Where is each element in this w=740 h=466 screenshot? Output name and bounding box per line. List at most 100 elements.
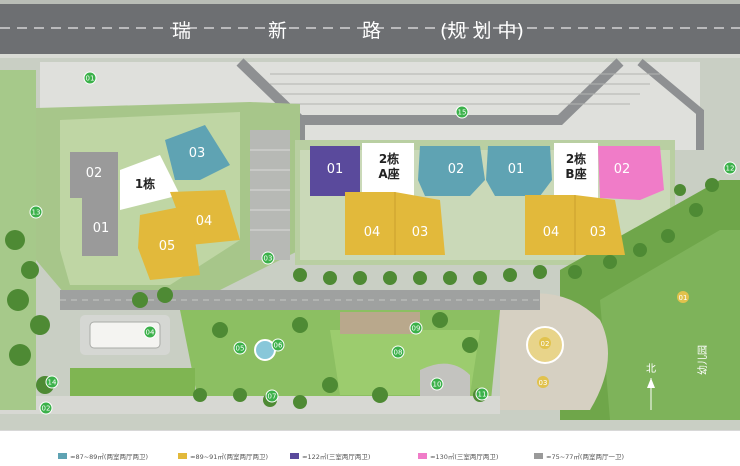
unit-2a-02	[418, 146, 485, 196]
marker-12-label: 12	[726, 165, 735, 173]
label-2b-01: 01	[508, 162, 525, 177]
legend-swatch-teal	[58, 453, 67, 459]
legend-swatch-pink	[418, 453, 427, 459]
kindergarten-lawn-inner	[600, 230, 740, 420]
kindergarten-markers: 01 02 03	[537, 291, 689, 388]
road-edge	[0, 0, 740, 4]
label-1-01: 01	[93, 221, 110, 236]
compass-arrow-icon	[647, 378, 655, 388]
label-2b-02: 02	[614, 162, 631, 177]
label-2b-03: 03	[590, 225, 607, 240]
building-2b-core	[554, 143, 598, 199]
road-name-suffix: (规 划 中)	[440, 20, 524, 42]
compass: 北	[646, 363, 656, 410]
marker-07	[265, 389, 279, 403]
legend-item: ≈87~89㎡(两室两厅两卫)	[58, 451, 148, 461]
legend-label: ≈87~89㎡(两室两厅两卫)	[70, 453, 149, 461]
marker-03	[261, 251, 275, 265]
legend-item: ≈89~91㎡(两室两厅两卫)	[178, 451, 268, 461]
label-1-03: 03	[189, 146, 206, 161]
building-2a	[310, 143, 485, 255]
lawn-bottom-left	[70, 368, 195, 396]
marker-09-label: 09	[412, 325, 421, 333]
marker-04	[143, 325, 157, 339]
building-2a-core	[362, 143, 414, 199]
unit-2a-03	[395, 192, 445, 255]
label-2b-04: 04	[543, 225, 560, 240]
legend-label: ≈89~91㎡(两室两厅两卫)	[190, 453, 269, 461]
kg-marker-1	[677, 291, 689, 303]
marker-03-label: 03	[264, 255, 273, 263]
legend-item: ≈75~77㎡(两室两厅一卫)	[534, 451, 624, 461]
sidewalk-bottom	[0, 396, 500, 414]
road-name-char-3: 路	[362, 20, 382, 42]
marker-15	[455, 105, 469, 119]
unit-2b-02	[598, 146, 664, 200]
building-2b	[486, 143, 664, 255]
marker-12	[723, 161, 737, 175]
kg-marker-3	[537, 376, 549, 388]
unit-2b-03	[575, 195, 625, 255]
label-1-02: 02	[86, 166, 103, 181]
marker-11-label: 11	[478, 391, 487, 399]
label-building-2a-line2: A座	[378, 166, 399, 181]
legend-swatch-gray	[534, 453, 543, 459]
wood-deck	[340, 312, 420, 334]
kg-marker-1-label: 01	[679, 294, 688, 302]
label-building-2a-line1: 2栋	[379, 151, 399, 166]
marker-11	[475, 387, 489, 401]
unit-1-01	[82, 196, 118, 256]
road-edge-lower	[0, 54, 740, 58]
ramp-stripes	[250, 149, 290, 231]
parking-ramp	[250, 130, 290, 260]
legend-label: ≈122㎡(三室两厅两卫)	[302, 453, 371, 461]
label-building-2b-line2: B座	[565, 166, 586, 181]
marker-10	[430, 377, 444, 391]
marker-14-label: 14	[48, 379, 57, 387]
compass-label: 北	[646, 363, 656, 375]
label-2a-03: 03	[412, 225, 429, 240]
label-2a-02: 02	[448, 162, 465, 177]
unit-2b-04	[525, 195, 575, 255]
marker-01	[83, 71, 97, 85]
kindergarten-label: 幼儿园	[696, 345, 709, 375]
site-map: 02 01 03 04 05 01 02 04 03 01 02 04 03 1…	[0, 0, 740, 430]
marker-08	[391, 345, 405, 359]
marker-13	[29, 205, 43, 219]
road-name-char-1: 瑞	[172, 20, 192, 42]
marker-06-label: 06	[274, 342, 283, 350]
label-2a-04: 04	[364, 225, 381, 240]
marker-15-label: 15	[458, 109, 467, 117]
unit-1-02	[70, 152, 118, 198]
marker-10-label: 10	[433, 381, 442, 389]
label-2a-01: 01	[327, 162, 344, 177]
legend-swatch-gold	[178, 453, 187, 459]
marker-05	[233, 341, 247, 355]
marker-09	[409, 321, 423, 335]
legend-item: ≈130㎡(三室两厅两卫)	[418, 451, 498, 461]
unit-1-03	[165, 125, 230, 180]
building-1-core	[120, 155, 180, 210]
pavilion	[420, 363, 470, 400]
legend-label: ≈75~77㎡(两室两厅一卫)	[546, 453, 625, 461]
marker-02	[39, 401, 53, 415]
driveway-right	[637, 58, 704, 150]
kg-marker-3-label: 03	[539, 379, 548, 387]
legend-item: ≈122㎡(三室两厅两卫)	[290, 451, 370, 461]
label-building-1: 1栋	[135, 176, 155, 191]
label-1-05: 05	[159, 239, 176, 254]
driveway-upper	[236, 58, 624, 125]
legend: ≈87~89㎡(两室两厅两卫) ≈89~91㎡(两室两厅两卫) ≈122㎡(三室…	[0, 430, 740, 466]
marker-04-label: 04	[146, 329, 155, 337]
marker-02-label: 02	[42, 405, 51, 413]
unit-2b-01	[486, 146, 552, 196]
internal-road	[60, 290, 540, 310]
building-1	[70, 125, 240, 280]
fitness-track	[89, 321, 161, 349]
marker-01-label: 01	[86, 75, 95, 83]
label-1-04: 04	[196, 214, 213, 229]
road-name-char-2: 新	[268, 20, 288, 42]
kg-marker-2-label: 02	[541, 340, 550, 348]
